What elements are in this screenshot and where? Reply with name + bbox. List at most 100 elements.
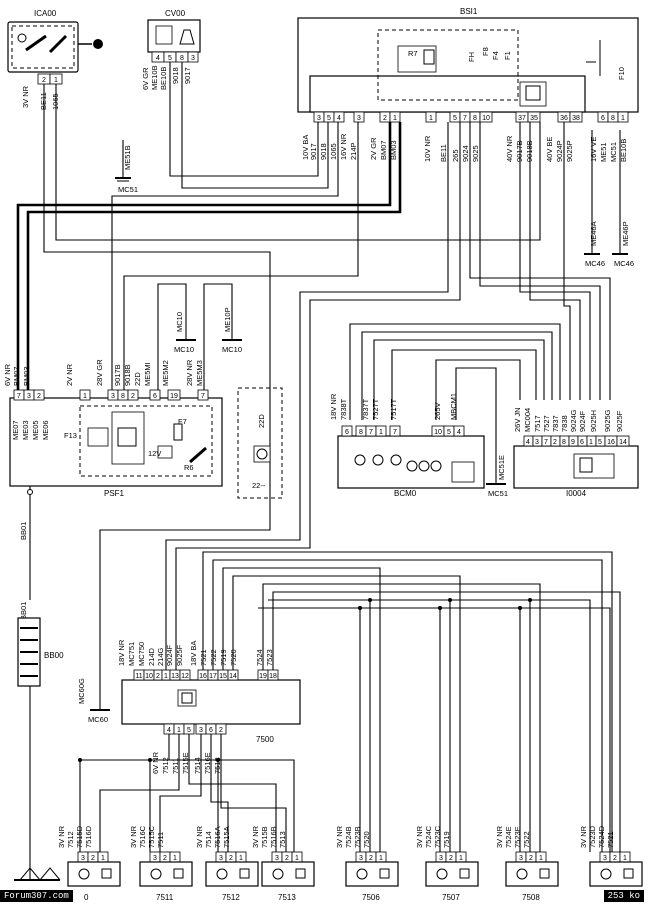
svg-text:7511: 7511 xyxy=(171,758,180,774)
sensor-pin-number: 1 xyxy=(459,855,463,862)
fuse-box-22d: 22D 22-- xyxy=(237,387,283,499)
ground-mc10-a: MC10 MC10 xyxy=(157,283,196,395)
svg-text:BM03: BM03 xyxy=(22,366,31,386)
sensor-pin-number: 1 xyxy=(623,855,627,862)
chip-icon xyxy=(525,85,541,101)
lamp-icon xyxy=(372,454,384,466)
svg-text:R6: R6 xyxy=(184,463,194,472)
svg-text:7: 7 xyxy=(393,429,397,436)
sensor-pin-number: 3 xyxy=(81,855,85,862)
svg-text:1: 1 xyxy=(379,429,383,436)
svg-text:9024: 9024 xyxy=(461,145,470,162)
sensor-body xyxy=(425,861,479,887)
svg-text:4: 4 xyxy=(167,727,171,734)
svg-text:MBCM1: MBCM1 xyxy=(449,393,458,420)
ica00-label: ICA00 xyxy=(34,9,57,18)
svg-text:7: 7 xyxy=(369,429,373,436)
sensor-wire-label: 7514 xyxy=(204,831,213,848)
svg-text:37: 37 xyxy=(518,115,526,122)
svg-text:BB00: BB00 xyxy=(44,651,64,660)
svg-text:7516E: 7516E xyxy=(203,752,212,774)
sensor-wire-label: 7516B xyxy=(269,826,278,848)
svg-text:9024P: 9024P xyxy=(555,140,564,162)
sensor-pin-number: 1 xyxy=(379,855,383,862)
svg-text:5: 5 xyxy=(168,55,172,62)
svg-text:1: 1 xyxy=(177,727,181,734)
svg-text:265V: 265V xyxy=(433,402,442,420)
svg-text:6: 6 xyxy=(601,115,605,122)
svg-text:10: 10 xyxy=(482,115,490,122)
sensor-body xyxy=(205,861,259,887)
svg-text:19: 19 xyxy=(170,393,178,400)
svg-text:9025: 9025 xyxy=(471,145,480,162)
footer-site: Forum307.com xyxy=(0,890,73,902)
svg-text:5: 5 xyxy=(327,115,331,122)
relay-icon xyxy=(256,448,268,460)
svg-text:MC51: MC51 xyxy=(609,142,618,162)
sensor-wire-label: 3V NR xyxy=(57,825,66,848)
sensor-pin-number: 3 xyxy=(359,855,363,862)
svg-text:FH: FH xyxy=(467,52,476,62)
sensor-wire-label: 3V NR xyxy=(251,825,260,848)
ultrasonic-sensor-icon xyxy=(78,868,90,880)
svg-text:1: 1 xyxy=(54,77,58,84)
svg-text:11: 11 xyxy=(135,673,142,680)
svg-text:10: 10 xyxy=(434,429,442,436)
sensor-label: 0 xyxy=(84,893,89,902)
svg-text:9018: 9018 xyxy=(319,143,328,160)
svg-text:6V NR: 6V NR xyxy=(151,751,160,774)
svg-text:265: 265 xyxy=(451,149,460,162)
svg-text:1: 1 xyxy=(621,115,625,122)
svg-text:MC46: MC46 xyxy=(614,259,634,268)
svg-text:ME51: ME51 xyxy=(599,142,608,162)
led-icon xyxy=(430,460,442,472)
sensor-wire-label: 7516D xyxy=(84,825,93,848)
ultrasonic-sensor-icon xyxy=(356,868,368,880)
svg-text:3: 3 xyxy=(191,55,195,62)
svg-text:18: 18 xyxy=(269,673,277,680)
svg-text:15: 15 xyxy=(219,673,227,680)
ground-me51b: ME51B MC51 xyxy=(115,140,138,194)
svg-text:9025F: 9025F xyxy=(615,410,624,432)
svg-text:7514: 7514 xyxy=(193,757,202,774)
sensor-wire-label: 7523C xyxy=(433,825,442,848)
svg-text:BM07: BM07 xyxy=(379,140,388,160)
svg-text:36: 36 xyxy=(560,115,568,122)
psf1-chip-icon xyxy=(117,427,137,447)
sensor-wire-label: 7521 xyxy=(606,831,615,848)
sensor-pin-number: 2 xyxy=(91,855,95,862)
svg-text:7527T: 7527T xyxy=(371,398,380,420)
sensor-wire-label: 3V NR xyxy=(195,825,204,848)
svg-text:3: 3 xyxy=(535,439,539,446)
sensor-body xyxy=(67,861,121,887)
sensor-pin-number: 1 xyxy=(295,855,299,862)
svg-text:12: 12 xyxy=(181,673,189,680)
svg-text:22D: 22D xyxy=(133,372,142,386)
bsi1-pin-row: 3 5 4 3 2 1 1 5 7 8 10 37 35 36 38 6 8 1 xyxy=(313,111,629,123)
svg-text:BE11: BE11 xyxy=(439,144,448,162)
svg-text:3: 3 xyxy=(199,727,203,734)
svg-text:6: 6 xyxy=(153,393,157,400)
bsi1-component: BSI1 R7 FH F8 F4 F1 F10 3 5 4 3 2 1 1 5 … xyxy=(297,7,639,162)
svg-text:7: 7 xyxy=(17,393,21,400)
svg-text:12V: 12V xyxy=(148,449,161,458)
svg-text:7512: 7512 xyxy=(161,757,170,774)
cv00-component: CV00 4 5 8 3 6V GR ME10B BE10B 9018 9017 xyxy=(141,9,201,90)
svg-text:MC60G: MC60G xyxy=(77,678,86,704)
svg-text:28V GR: 28V GR xyxy=(95,359,104,386)
svg-text:7837: 7837 xyxy=(551,415,560,432)
sensor-wire-label: 7512 xyxy=(66,831,75,848)
svg-text:5: 5 xyxy=(453,115,457,122)
svg-text:214P: 214P xyxy=(349,142,358,160)
sensor-label: 7512 xyxy=(222,893,240,902)
sensor-pin-number: 2 xyxy=(285,855,289,862)
svg-text:2: 2 xyxy=(383,115,387,122)
svg-text:7523: 7523 xyxy=(265,649,274,666)
svg-text:9025H: 9025H xyxy=(589,410,598,432)
svg-text:8: 8 xyxy=(359,429,363,436)
svg-text:ME5M3: ME5M3 xyxy=(195,360,204,386)
svg-text:ME05: ME05 xyxy=(31,420,40,440)
